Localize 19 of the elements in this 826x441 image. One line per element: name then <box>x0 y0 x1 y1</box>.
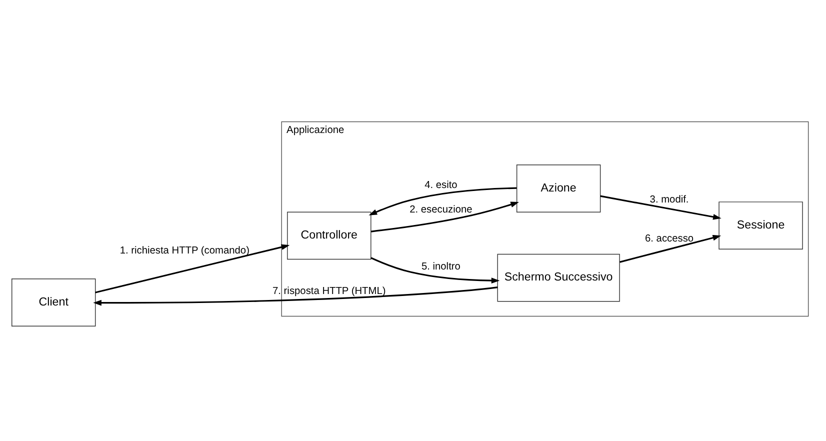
arrow <box>368 186 517 215</box>
edge-label: 6. accesso <box>645 233 694 244</box>
arrow <box>95 244 290 293</box>
arrow <box>620 234 722 262</box>
edge-label: 2. esecuzione <box>410 204 472 216</box>
edge-label: 7. risposta HTTP (HTML) <box>272 285 386 296</box>
arrow <box>600 194 722 220</box>
edge-label: 1. richiesta HTTP (comando) <box>120 244 250 256</box>
node-box: Client <box>12 278 96 326</box>
node-box: Sessione <box>718 201 803 249</box>
node-box: Controllore <box>287 211 372 260</box>
edge-label: 3. modif. <box>650 194 689 205</box>
node-box: Azione <box>516 164 601 212</box>
arrow <box>370 256 500 283</box>
arrow <box>370 201 519 232</box>
edge-label: 4. esito <box>424 179 458 190</box>
arrow <box>93 286 498 306</box>
edge-label: 5. inoltro <box>421 260 460 272</box>
node-box: Schermo Successivo <box>497 253 620 302</box>
